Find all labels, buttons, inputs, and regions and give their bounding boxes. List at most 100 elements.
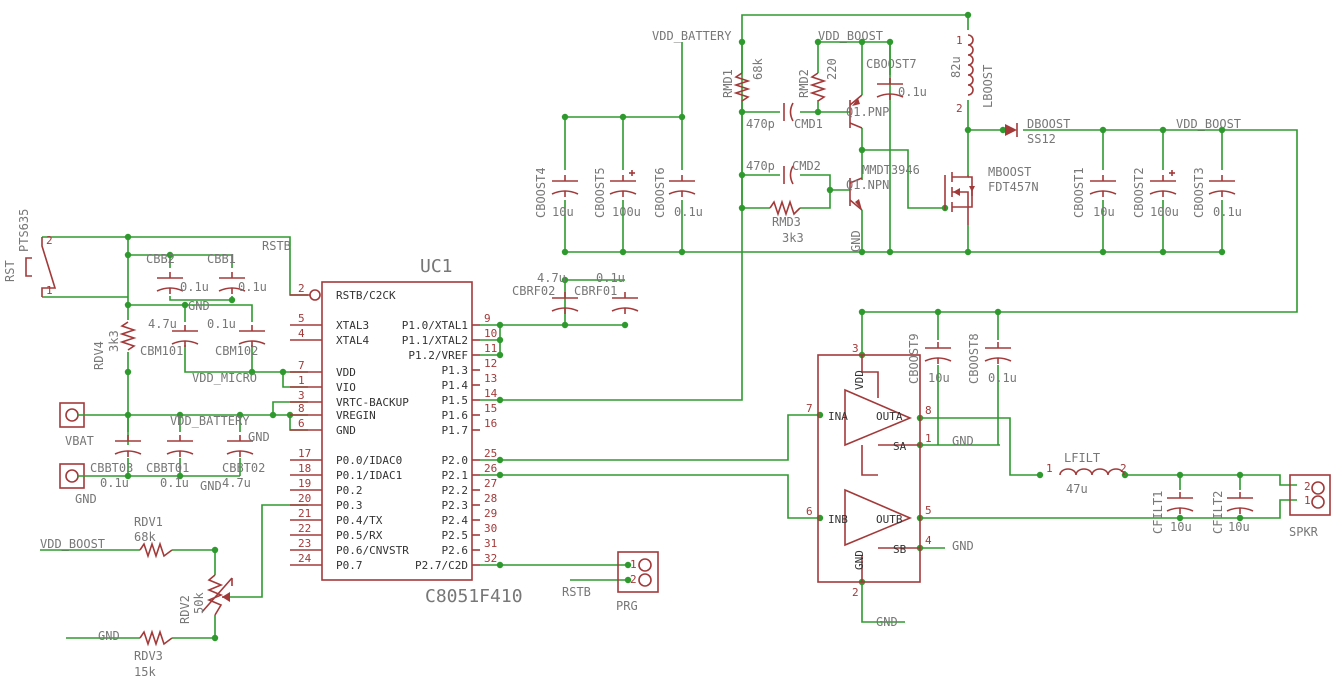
cbm102-value: 0.1u xyxy=(207,317,236,331)
uc1-pin-label-23: P0.6/CNVSTR xyxy=(336,544,409,557)
uc1-pin-23: 23 xyxy=(298,537,311,550)
uc1-pin-30: 30 xyxy=(484,522,497,535)
rdv3-value: 15k xyxy=(134,665,156,679)
amp-pin-sa: 1 xyxy=(925,432,932,445)
uc1-left-pins: 2RSTB/C2CK5XTAL34XTAL47VDD1VIO3VRTC-BACK… xyxy=(290,282,409,572)
inductors xyxy=(967,34,1125,476)
uc1-pin-label-15: P1.6 xyxy=(442,409,469,422)
cbb2-value: 0.1u xyxy=(180,280,209,294)
uc1-pin-4: 4 xyxy=(298,327,305,340)
cboost1-value: 10u xyxy=(1093,205,1115,219)
cmd2-name: CMD2 xyxy=(792,159,821,173)
uc1-pin-14: 14 xyxy=(484,387,498,400)
uc1-pin-label-7: VDD xyxy=(336,366,356,379)
prg-connector xyxy=(617,551,659,593)
gndcon-name: GND xyxy=(75,492,97,506)
uc1-pin-label-31: P2.6 xyxy=(442,544,469,557)
cboost5-value: 100u xyxy=(612,205,641,219)
cbb1-value: 0.1u xyxy=(238,280,267,294)
dboost-name: DBOOST xyxy=(1027,117,1070,131)
cboost2-name: CBOOST2 xyxy=(1132,167,1146,218)
amp-pin-sb: 4 xyxy=(925,534,932,547)
uc1-pin-18: 18 xyxy=(298,462,311,475)
uc1-pin-20: 20 xyxy=(298,492,311,505)
uc1-pin-13: 13 xyxy=(484,372,497,385)
net-gnd-q1: GND xyxy=(849,230,863,252)
uc1-pin-3: 3 xyxy=(298,389,305,402)
cboost7-name: CBOOST7 xyxy=(866,57,917,71)
uc1-pin-label-32: P2.7/C2D xyxy=(415,559,468,572)
lfilt-pin1: 1 xyxy=(1046,462,1053,475)
amp-pin-vdd: 3 xyxy=(852,342,859,355)
cbbt03-name: CBBT03 xyxy=(90,461,133,475)
cboost8-value: 0.1u xyxy=(988,371,1017,385)
uc1-pin-label-4: XTAL4 xyxy=(336,334,369,347)
cbb1-cap xyxy=(218,272,246,294)
uc1-pin-label-26: P2.1 xyxy=(442,469,469,482)
net-rstb-top: RSTB xyxy=(262,239,291,253)
cboost6-cap xyxy=(668,175,696,197)
rmd1-value: 68k xyxy=(751,58,765,80)
rdv4-name: RDV4 xyxy=(92,341,106,370)
cboost9-value: 10u xyxy=(928,371,950,385)
cboost3-value: 0.1u xyxy=(1213,205,1242,219)
cmd1-cap xyxy=(783,102,794,122)
net-vdd-micro: VDD_MICRO xyxy=(192,371,257,385)
rmd2-value: 220 xyxy=(825,58,839,80)
cfilt1-value: 10u xyxy=(1170,520,1192,534)
cmd2-value: 470p xyxy=(746,159,775,173)
uc1-name: UC1 xyxy=(420,256,453,277)
uc1-pin-31: 31 xyxy=(484,537,497,550)
cboost8-cap xyxy=(984,342,1012,364)
uc1-pin-19: 19 xyxy=(298,477,311,490)
amp-pin-ina: 7 xyxy=(806,402,813,415)
cbrf01-name: CBRF01 xyxy=(574,284,617,298)
uc1-pin-label-20: P0.3 xyxy=(336,499,363,512)
spkr-name: SPKR xyxy=(1289,525,1319,539)
q1pnp-name: Q1.PNP xyxy=(846,105,889,119)
uc1-part: C8051F410 xyxy=(425,586,523,607)
uc1-pin-21: 21 xyxy=(298,507,311,520)
uc1-pin-label-14: P1.5 xyxy=(442,394,469,407)
cboost8-name: CBOOST8 xyxy=(967,333,981,384)
cbb2-cap xyxy=(156,272,184,294)
cbbt02-name: CBBT02 xyxy=(222,461,265,475)
amp-sa-label: SA xyxy=(893,440,907,453)
lboost-pin2: 2 xyxy=(956,102,963,115)
cbm101-cap xyxy=(171,325,199,347)
junctions xyxy=(124,11,1244,642)
cboost5-cap xyxy=(609,170,637,197)
net-gnd-cbbt: GND xyxy=(200,479,222,493)
amp-outb-label: OUTB xyxy=(876,513,903,526)
cbbt01-name: CBBT01 xyxy=(146,461,189,475)
net-gnd-sb: GND xyxy=(952,539,974,553)
cboost6-value: 0.1u xyxy=(674,205,703,219)
uc1-pin-label-28: P2.3 xyxy=(442,499,469,512)
cbrf02-name: CBRF02 xyxy=(512,284,555,298)
lfilt-name: LFILT xyxy=(1064,451,1100,465)
cboost4-value: 10u xyxy=(552,205,574,219)
cbrf01-value: 0.1u xyxy=(596,271,625,285)
spkr-pin1: 1 xyxy=(1304,494,1311,507)
rdv3-name: RDV3 xyxy=(134,649,163,663)
cbbt01-cap xyxy=(166,435,194,457)
cboost3-name: CBOOST3 xyxy=(1192,167,1206,218)
rdv2-value: 50k xyxy=(192,592,206,614)
uc1-pin-label-18: P0.1/IDAC1 xyxy=(336,469,402,482)
uc1-pin-label-2: RSTB/C2CK xyxy=(336,289,396,302)
rmd2-name: RMD2 xyxy=(797,69,811,98)
uc1-pin-label-19: P0.2 xyxy=(336,484,363,497)
uc1-pin-label-5: XTAL3 xyxy=(336,319,369,332)
net-vdd-boost-top: VDD_BOOST xyxy=(818,29,883,43)
rdv4-value: 3k3 xyxy=(107,330,121,352)
amp-pin-inb: 6 xyxy=(806,505,813,518)
net-rstb-bottom: RSTB xyxy=(562,585,591,599)
uc1-pin-25: 25 xyxy=(484,447,497,460)
rst-pin1: 1 xyxy=(46,284,53,297)
transistors xyxy=(849,94,975,225)
amp-pin-gnd: 2 xyxy=(852,586,859,599)
cbrf02-cap xyxy=(551,292,579,314)
mboost-part: FDT457N xyxy=(988,180,1039,194)
uc1-pin-label-13: P1.4 xyxy=(442,379,469,392)
